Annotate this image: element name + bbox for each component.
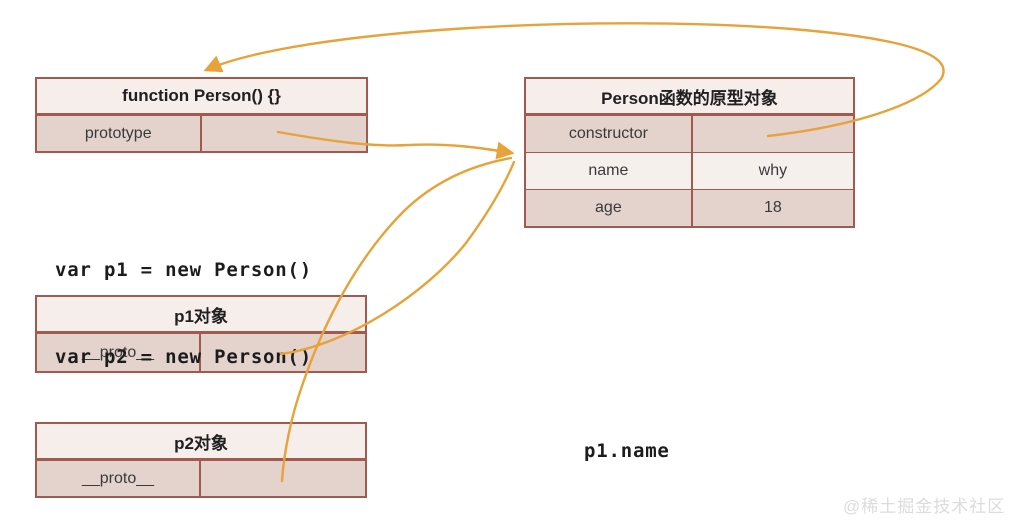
watermark: @稀土掘金技术社区: [843, 497, 1006, 516]
table-row: constructor: [526, 115, 853, 152]
property-access-code: p1.name p1.age: [584, 379, 670, 529]
constructor-key-cell: constructor: [526, 116, 693, 152]
table-row: age 18: [526, 189, 853, 226]
code-line: p1.age: [584, 524, 670, 529]
table-row: name why: [526, 152, 853, 189]
name-value-cell: why: [758, 162, 788, 179]
p1-proto-key-cell: __proto__: [37, 334, 201, 371]
p2-proto-value-cell: [201, 461, 365, 496]
prototype-object-table-title: Person函数的原型对象: [526, 79, 853, 115]
code-line: var p2 = new Person(): [55, 346, 313, 368]
table-row: __proto__: [37, 460, 365, 496]
age-value-cell: 18: [763, 199, 782, 216]
constructor-value-cell: [693, 116, 853, 152]
function-person-table-title: function Person() {}: [37, 79, 366, 115]
code-line: p1.name: [584, 440, 670, 462]
age-key-cell: age: [526, 190, 693, 226]
table-row: prototype: [37, 115, 366, 151]
prototype-key-cell: prototype: [37, 116, 202, 151]
prototype-value-cell: [202, 116, 367, 151]
var-declarations-code: var p1 = new Person() var p2 = new Perso…: [55, 198, 312, 430]
p2-object-table: p2对象 __proto__: [35, 422, 367, 498]
function-person-table: function Person() {} prototype: [35, 77, 368, 153]
p2-proto-key-cell: __proto__: [37, 461, 201, 496]
name-key-cell: name: [526, 153, 693, 189]
prototype-object-table: Person函数的原型对象 constructor name why age 1…: [524, 77, 855, 228]
code-line: var p1 = new Person(): [55, 259, 313, 281]
